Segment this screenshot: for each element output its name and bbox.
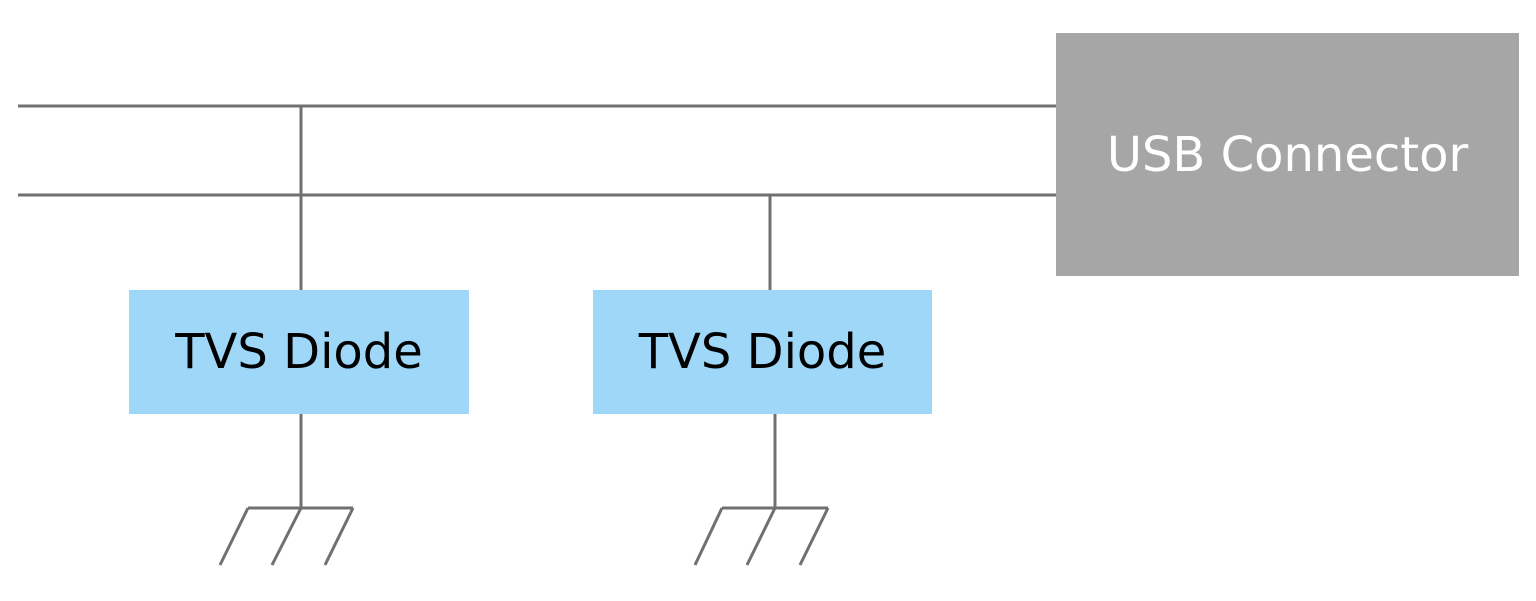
usb-connector: USB Connector <box>1056 33 1519 276</box>
tvs-diode-1-label: TVS Diode <box>175 324 423 380</box>
tvs-diode-2-label: TVS Diode <box>638 324 887 380</box>
tvs-diode-2: TVS Diode <box>593 290 932 414</box>
ground-icon <box>218 506 355 566</box>
tvs-diode-1: TVS Diode <box>129 290 469 414</box>
ground-icon <box>693 506 830 566</box>
usb-connector-label: USB Connector <box>1106 126 1469 183</box>
